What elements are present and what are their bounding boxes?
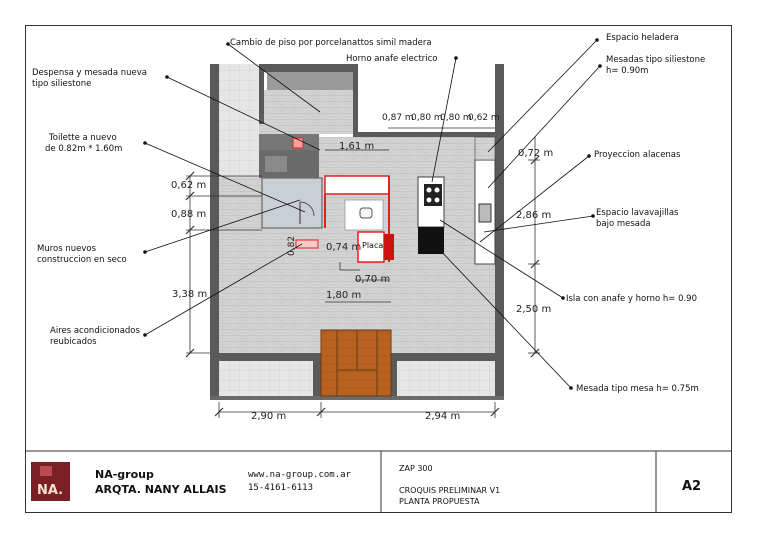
dim-087: 0,87 m [382,113,414,123]
desc-line-2: PLANTA PROPUESTA [399,497,480,506]
dim-062: 0,62 m [171,180,207,191]
wall-despensa-left [259,64,264,124]
note-lavavajillas-1: Espacio lavavajillas [596,208,679,218]
note-aires-1: Aires acondicionados [50,326,140,336]
note-placard: Placa [362,241,384,250]
dim-070: 0,70 m [355,274,391,285]
note-muros-2: construccion en seco [37,255,127,265]
wall-top-despensa [259,64,357,72]
note-toilette-1: Toilette a nuevo [49,133,117,143]
company-name: NA-group [95,468,154,481]
dim-088: 0,88 m [171,209,207,220]
upper-left-floor [219,64,259,176]
wall-left [210,64,219,397]
dim-290: 2,90 m [251,411,287,422]
note-despensa-1: Despensa y mesada nueva [32,68,147,78]
note-mesada-mesa: Mesada tipo mesa h= 0.75m [576,384,699,394]
wall-despensa-right [353,64,358,136]
note-alacenas: Proyeccion alacenas [594,150,681,160]
wall-top-kitchen [353,132,495,137]
wood-block [320,329,392,397]
new-wall-h [324,175,390,195]
dim-072: 0,72 m [518,148,554,159]
door-swing [299,201,315,217]
website: www.na-group.com.ar [248,470,351,480]
note-isla: Isla con anafe y horno h= 0.90 [566,294,697,304]
balcony-left [219,361,319,396]
note-aires-2: reubicados [50,337,97,347]
wall-mid-block [259,134,319,150]
note-lavavajillas-2: bajo mesada [596,219,651,229]
fridge-space [474,136,496,161]
note-heladera: Espacio heladera [606,33,679,43]
wall-bottom-2 [210,396,504,400]
note-horno: Horno anafe electrico [346,54,438,64]
despensa-counter [267,72,353,90]
dim-062-top: 0,62 m [468,113,500,123]
dim-294: 2,94 m [425,411,461,422]
note-mesadas-2: h= 0.90m [606,66,649,76]
dim-286: 2,86 m [516,210,552,221]
dim-161: 1,61 m [339,141,375,152]
despensa-floor [259,90,353,134]
architect-name: ARQTA. NANY ALLAIS [95,483,227,496]
dim-250: 2,50 m [516,304,552,315]
ac-unit [295,239,319,249]
logo-text: NA. [37,483,64,498]
anafe [424,184,442,206]
placard-red [384,234,394,260]
wood-block-inner3 [336,369,378,397]
dim-180: 1,80 m [326,290,362,301]
note-toilette-2: de 0.82m * 1.60m [45,144,123,154]
red-square-top [292,137,304,149]
project-name: ZAP 300 [399,464,433,473]
placard-box [357,231,385,263]
wall-right [495,64,504,397]
dim-080a: 0,80 m [411,113,443,123]
desc-line-1: CROQUIS PRELIMINAR V1 [399,486,501,495]
sheet-number: A2 [682,479,702,494]
toilet-icon [359,207,373,219]
note-cambio-piso: Cambio de piso por porcelanattos simil m… [230,38,432,48]
wall-toilette-inner [265,156,287,172]
dim-082: 0,82 [287,235,297,256]
balcony-right [395,361,495,396]
wall-balcony-mid-r [391,361,397,396]
phone: 15-4161-6113 [248,483,314,493]
dim-074: 0,74 m [326,242,362,253]
wall-balcony-mid-l [313,361,321,396]
dim-338: 3,38 m [172,289,208,300]
note-muros-1: Muros nuevos [37,244,97,254]
dishwasher [478,203,492,223]
note-despensa-2: tipo siliestone [32,79,92,89]
note-mesadas-1: Mesadas tipo siliestone [606,55,706,65]
dim-080b: 0,80 m [440,113,472,123]
